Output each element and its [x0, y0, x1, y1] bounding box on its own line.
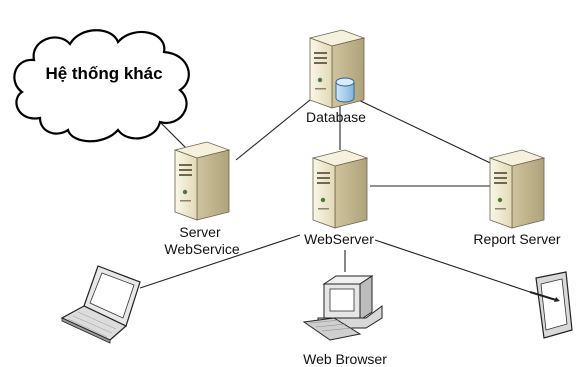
- database-icon: [335, 77, 355, 103]
- desktop-computer-icon: Web Browser: [302, 275, 387, 367]
- server-webservice-label-line1: Server: [179, 224, 221, 240]
- web-browser-label: Web Browser: [303, 351, 387, 367]
- report-server-node: Report Server: [473, 149, 561, 247]
- laptop-icon: [60, 265, 141, 344]
- link-webserver-tablet: [374, 239, 531, 293]
- link-database-reportserver: [349, 95, 506, 171]
- connections: [139, 95, 531, 293]
- tablet-icon: [529, 271, 573, 339]
- server-tower-icon: [174, 141, 230, 221]
- server-tower-icon: [489, 149, 545, 229]
- cloud-other-systems: Hệ thống khác: [13, 29, 190, 143]
- cloud-icon: [13, 29, 190, 143]
- server-webservice-label-line2: WebService: [164, 241, 239, 257]
- cloud-label: Hệ thống khác: [45, 64, 162, 83]
- server-webservice-node: Server WebService: [164, 141, 240, 257]
- webserver-node: WebServer: [304, 149, 374, 247]
- server-tower-icon: [312, 149, 368, 229]
- database-label: Database: [306, 109, 366, 125]
- report-server-label: Report Server: [473, 231, 560, 247]
- link-database-webservice: [235, 99, 311, 161]
- webserver-label: WebServer: [304, 231, 374, 247]
- database-node: Database: [306, 29, 366, 125]
- link-webserver-laptop: [139, 234, 301, 289]
